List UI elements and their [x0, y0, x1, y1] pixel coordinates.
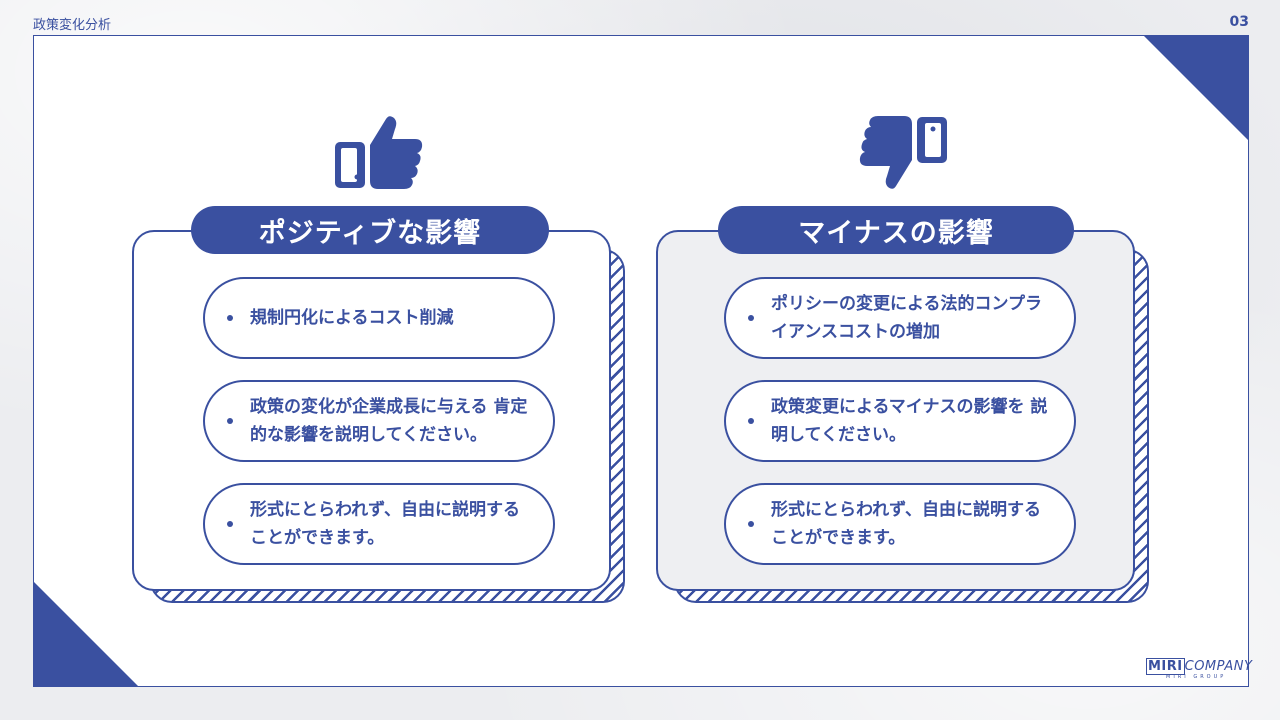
bullet-icon — [227, 315, 233, 321]
negative-item-text: ポリシーの変更による法的コンプライアンスコストの増加 — [771, 294, 1042, 342]
bullet-icon — [227, 418, 233, 424]
positive-item-text: 規制円化によるコスト削減 — [250, 308, 454, 328]
bullet-icon — [748, 315, 754, 321]
negative-item-text: 形式にとらわれず、自由に説明することができます。 — [771, 500, 1041, 548]
corner-decoration-top-right — [1144, 36, 1248, 140]
positive-item: 政策の変化が企業成長に与える 肯定的な影響を説明してください。 — [203, 380, 555, 462]
negative-item-text: 政策変更によるマイナスの影響を 説明してください。 — [771, 397, 1048, 445]
positive-item-text: 政策の変化が企業成長に与える 肯定的な影響を説明してください。 — [250, 397, 528, 445]
negative-item: 政策変更によるマイナスの影響を 説明してください。 — [724, 380, 1076, 462]
page-number: 03 — [1229, 14, 1249, 30]
bullet-icon — [227, 521, 233, 527]
thumbs-down-icon — [859, 116, 947, 189]
negative-title: マイナスの影響 — [718, 206, 1074, 254]
positive-item-text: 形式にとらわれず、自由に説明することができます。 — [250, 500, 520, 548]
positive-item: 形式にとらわれず、自由に説明することができます。 — [203, 483, 555, 565]
corner-decoration-bottom-left — [34, 582, 138, 686]
thumbs-up-icon — [335, 116, 423, 189]
positive-item: 規制円化によるコスト削減 — [203, 277, 555, 359]
positive-title: ポジティブな影響 — [191, 206, 549, 254]
logo-prefix: MIRI — [1146, 658, 1185, 675]
negative-item: 形式にとらわれず、自由に説明することができます。 — [724, 483, 1076, 565]
header-title: 政策変化分析 — [33, 18, 112, 33]
logo-main-text: COMPANY — [1184, 659, 1253, 674]
bullet-icon — [748, 418, 754, 424]
bullet-icon — [748, 521, 754, 527]
logo-subtitle: MIRI GROUP — [1166, 674, 1227, 680]
negative-item: ポリシーの変更による法的コンプライアンスコストの増加 — [724, 277, 1076, 359]
